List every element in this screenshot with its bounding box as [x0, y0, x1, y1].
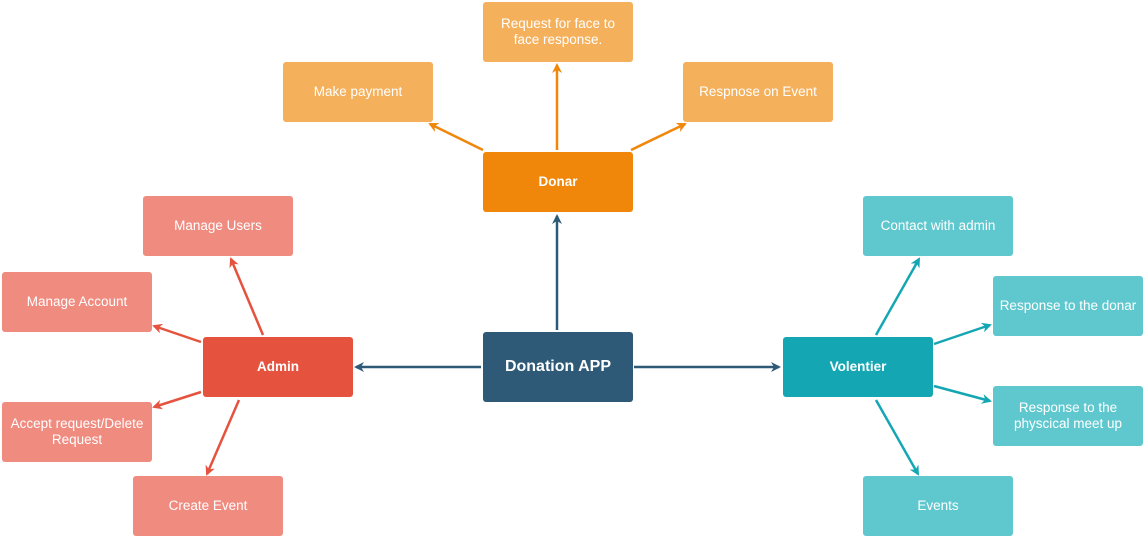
node-volentier-response-donar: Response to the donar [993, 276, 1143, 336]
node-volentier: Volentier [783, 337, 933, 397]
edge-admin-to-create-event [205, 399, 241, 476]
node-admin-accept-delete-request: Accept request/Delete Request [2, 402, 152, 462]
node-admin: Admin [203, 337, 353, 397]
edge-admin-to-accept [152, 390, 202, 410]
edge-admin-to-users [229, 257, 265, 336]
edge-volentier-to-events [874, 399, 920, 476]
edge-volentier-to-contact [874, 257, 921, 336]
edge-admin-to-account [152, 323, 202, 344]
node-volentier-events: Events [863, 476, 1013, 536]
edge-donar-to-event [630, 122, 687, 152]
node-admin-create-event: Create Event [133, 476, 283, 536]
node-donar-face-request: Request for face to face response. [483, 2, 633, 62]
node-volentier-contact-admin: Contact with admin [863, 196, 1013, 256]
node-donation-app: Donation APP [483, 332, 633, 402]
edge-volentier-to-meet [933, 384, 992, 404]
node-donar: Donar [483, 152, 633, 212]
node-donar-make-payment: Make payment [283, 62, 433, 122]
node-admin-manage-account: Manage Account [2, 272, 152, 332]
edge-volentier-to-donar [933, 322, 992, 346]
node-admin-manage-users: Manage Users [143, 196, 293, 256]
node-volentier-response-meetup: Response to the physcical meet up [993, 386, 1143, 446]
node-donar-response-event: Respnose on Event [683, 62, 833, 122]
edge-donar-to-payment [428, 122, 484, 152]
